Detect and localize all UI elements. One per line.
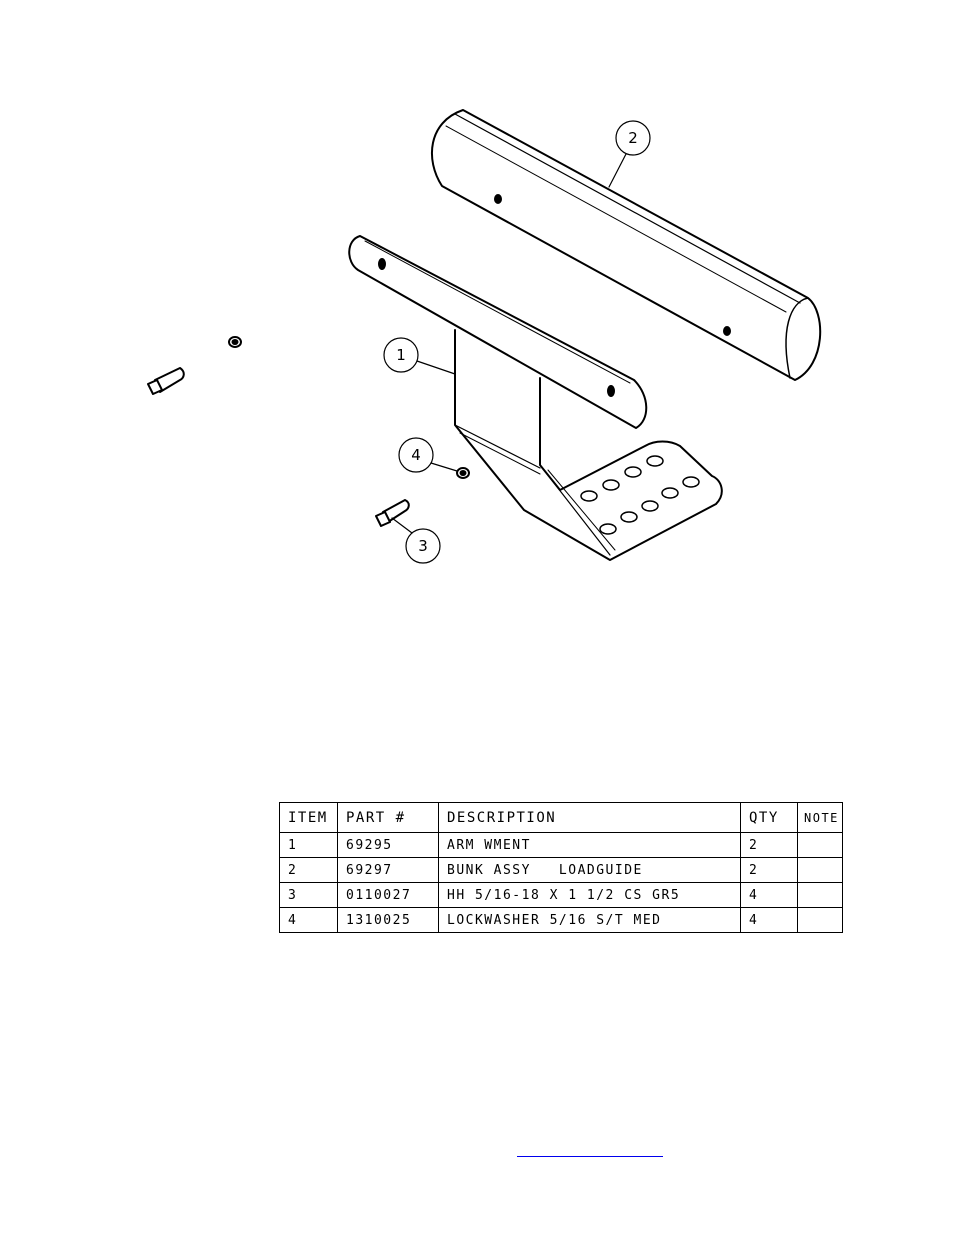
cell-item: 4 — [279, 907, 338, 933]
callout-label-2: 2 — [628, 129, 638, 147]
callout-balloon-2 — [615, 120, 651, 156]
table-row: 4 1310025 LOCKWASHER 5/16 S/T MED 4 — [279, 907, 843, 933]
lockwasher-item-4 — [456, 467, 470, 479]
table-row: 3 0110027 HH 5/16-18 X 1 1/2 CS GR5 4 — [279, 882, 843, 908]
cell-qty: 4 — [740, 907, 798, 933]
cell-part-number: 0110027 — [337, 882, 439, 908]
callout-label-4: 4 — [411, 446, 421, 464]
cell-qty: 4 — [740, 882, 798, 908]
table-row: 1 69295 ARM WMENT 2 — [279, 832, 843, 858]
cell-part-number: 69297 — [337, 857, 439, 883]
assembly-drawing: 2 1 4 3 — [147, 109, 822, 564]
header-note: NOTE — [797, 802, 843, 833]
callout-label-3: 3 — [418, 537, 428, 555]
cell-qty: 2 — [740, 832, 798, 858]
cell-note — [797, 832, 843, 858]
callout-balloon-4 — [398, 437, 434, 473]
cell-note — [797, 882, 843, 908]
bunk-board — [430, 109, 822, 381]
table-header-row: ITEM PART # DESCRIPTION QTY NOTE — [279, 802, 843, 833]
lockwasher-left — [228, 336, 242, 348]
cell-item: 3 — [279, 882, 338, 908]
callout-balloon-1 — [383, 337, 419, 373]
header-qty: QTY — [740, 802, 798, 833]
hyperlink-underline[interactable] — [517, 1156, 663, 1157]
cell-description: ARM WMENT — [438, 832, 741, 858]
callout-label-1: 1 — [396, 346, 406, 364]
cell-note — [797, 907, 843, 933]
cell-part-number: 69295 — [337, 832, 439, 858]
bill-of-materials-table: ITEM PART # DESCRIPTION QTY NOTE 1 69295… — [279, 802, 843, 933]
cell-part-number: 1310025 — [337, 907, 439, 933]
cell-item: 1 — [279, 832, 338, 858]
header-description: DESCRIPTION — [438, 802, 741, 833]
cell-description: BUNK ASSY LOADGUIDE — [438, 857, 741, 883]
cell-description: HH 5/16-18 X 1 1/2 CS GR5 — [438, 882, 741, 908]
cell-note — [797, 857, 843, 883]
cell-qty: 2 — [740, 857, 798, 883]
header-item: ITEM — [279, 802, 338, 833]
table-row: 2 69297 BUNK ASSY LOADGUIDE 2 — [279, 857, 843, 883]
header-part-number: PART # — [337, 802, 439, 833]
cell-item: 2 — [279, 857, 338, 883]
hex-bolt-left — [147, 367, 185, 395]
hex-bolt-item-3 — [375, 499, 410, 527]
arm-weldment — [348, 235, 723, 561]
cell-description: LOCKWASHER 5/16 S/T MED — [438, 907, 741, 933]
callout-balloon-3 — [405, 528, 441, 564]
